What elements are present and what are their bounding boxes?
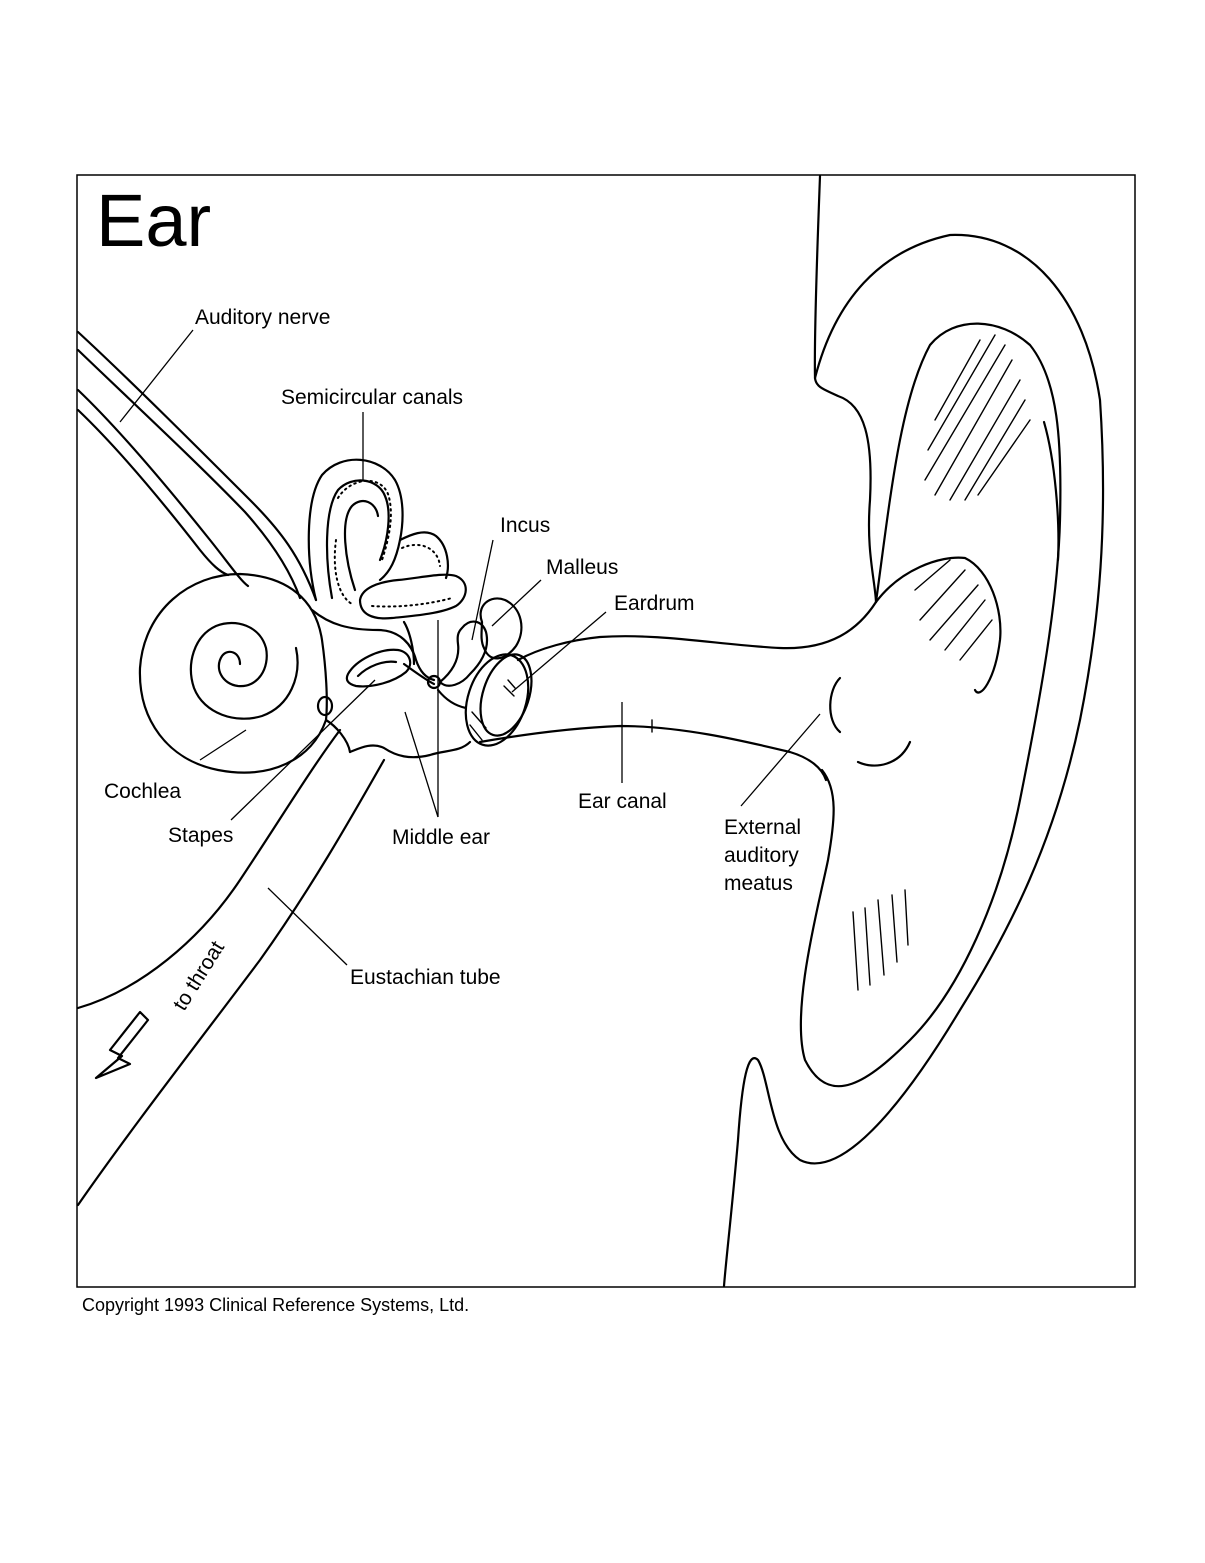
label-to-throat: to throat [169, 937, 229, 1015]
copyright-notice: Copyright 1993 Clinical Reference System… [82, 1295, 469, 1315]
label-external-auditory-meatus-line3: meatus [724, 872, 793, 895]
label-semicircular-canals: Semicircular canals [281, 386, 463, 409]
ear-canal-drawing [478, 600, 878, 782]
eustachian-tube-drawing [76, 728, 472, 1207]
diagram-frame [76, 174, 1136, 1288]
label-auditory-nerve: Auditory nerve [195, 306, 330, 329]
label-ear-canal: Ear canal [578, 790, 667, 813]
leader-lines [119, 329, 821, 966]
label-external-auditory-meatus-line2: auditory [724, 844, 799, 867]
eardrum-drawing [464, 653, 533, 747]
labels: Auditory nerve Semicircular canals Incus… [104, 306, 801, 1015]
ossicles-drawing [345, 597, 523, 710]
label-external-auditory-meatus-line1: External [724, 816, 801, 839]
label-middle-ear: Middle ear [392, 826, 490, 849]
label-eustachian-tube: Eustachian tube [350, 966, 501, 989]
diagram-title: Ear [96, 179, 211, 262]
label-eardrum: Eardrum [614, 592, 695, 615]
label-incus: Incus [500, 514, 550, 537]
outer-ear-drawing [722, 174, 1105, 1288]
label-malleus: Malleus [546, 556, 618, 579]
inner-ear-drawing [138, 458, 467, 774]
label-cochlea: Cochlea [104, 780, 181, 803]
label-stapes: Stapes [168, 824, 233, 847]
auditory-nerve-drawing [76, 330, 318, 602]
